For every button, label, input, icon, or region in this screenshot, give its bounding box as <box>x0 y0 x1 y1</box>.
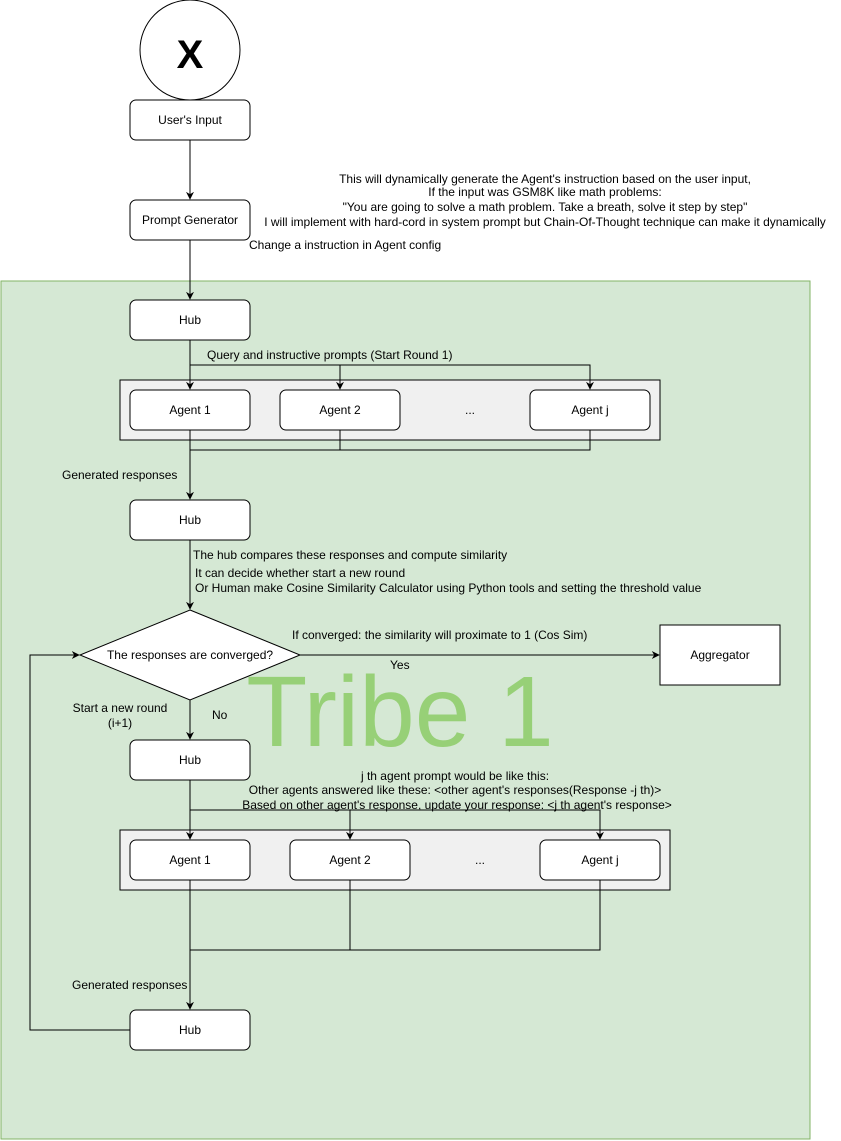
agent-j-node-r1[interactable]: Agent j <box>529 389 651 431</box>
prompt-generator-node[interactable]: Prompt Generator <box>129 199 251 241</box>
hub-label-1: Hub <box>179 313 201 327</box>
generated-responses-note-2: Generated responses <box>72 978 187 992</box>
aggregator-node[interactable]: Aggregator <box>659 624 781 686</box>
agent-1-label-r1: Agent 1 <box>169 403 211 417</box>
yes-label: Yes <box>390 658 410 672</box>
user-input-label: User's Input <box>158 113 222 127</box>
edges <box>29 140 660 1031</box>
agent-1-node-r2[interactable]: Agent 1 <box>129 839 251 881</box>
tribe-label: Tribe 1 <box>246 656 554 768</box>
agent-j-label-r2: Agent j <box>581 853 618 867</box>
agent-1-node-r1[interactable]: Agent 1 <box>129 389 251 431</box>
generated-responses-note-1: Generated responses <box>62 468 177 482</box>
svg-text:If the input was GSM8K like ma: If the input was GSM8K like math problem… <box>428 185 661 199</box>
agent-j-node-r2[interactable]: Agent j <box>539 839 661 881</box>
agent-j-label-r1: Agent j <box>571 403 608 417</box>
hub-node-4[interactable]: Hub <box>129 1009 251 1051</box>
decide-note-2: Or Human make Cosine Similarity Calculat… <box>195 581 702 595</box>
agent-2-node-r1[interactable]: Agent 2 <box>279 389 401 431</box>
svg-text:j th agent prompt would be lik: j th agent prompt would be like this: <box>360 769 549 783</box>
prompt-generator-label: Prompt Generator <box>142 213 238 227</box>
agent-1-label-r2: Agent 1 <box>169 853 211 867</box>
user-input-node[interactable]: User's Input <box>129 99 251 141</box>
agent-ellipsis-r2: ... <box>475 853 485 867</box>
agent-2-label-r2: Agent 2 <box>329 853 371 867</box>
svg-text:"You are going to solve a math: "You are going to solve a math problem. … <box>343 200 748 214</box>
query-prompts-note: Query and instructive prompts (Start Rou… <box>207 348 452 362</box>
decision-node[interactable]: The responses are converged? <box>78 609 302 701</box>
hub-node-1[interactable]: Hub <box>129 299 251 341</box>
svg-text:Other agents answered like the: Other agents answered like these: <other… <box>249 783 662 797</box>
agent-ellipsis-r1: ... <box>465 403 475 417</box>
aggregator-label: Aggregator <box>690 648 749 662</box>
hub-label-3: Hub <box>179 753 201 767</box>
change-instruction-note: Change a instruction in Agent config <box>249 238 441 252</box>
hub-node-3[interactable]: Hub <box>129 739 251 781</box>
start-symbol: X <box>177 33 204 77</box>
decision-label: The responses are converged? <box>107 648 273 662</box>
decide-note-1: It can decide whether start a new round <box>195 566 405 580</box>
agent-2-label-r1: Agent 2 <box>319 403 361 417</box>
hub-label-2: Hub <box>179 513 201 527</box>
svg-text:Based on other agent's respons: Based on other agent's response, update … <box>242 798 672 812</box>
if-converged-note: If converged: the similarity will proxim… <box>292 628 587 642</box>
svg-text:I will implement with hard-cor: I will implement with hard-cord in syste… <box>264 215 826 229</box>
start-new-round-note-1: Start a new round <box>73 701 168 715</box>
svg-text:This will dynamically generate: This will dynamically generate the Agent… <box>339 172 751 186</box>
no-label: No <box>212 708 228 722</box>
agent-prompt-note: j th agent prompt would be like this: Ot… <box>242 769 672 812</box>
generator-description: This will dynamically generate the Agent… <box>264 172 826 229</box>
agent-2-node-r2[interactable]: Agent 2 <box>289 839 411 881</box>
hub-compare-note: The hub compares these responses and com… <box>193 548 507 562</box>
hub-label-4: Hub <box>179 1023 201 1037</box>
start-new-round-note-2: (i+1) <box>108 716 132 730</box>
hub-node-2[interactable]: Hub <box>129 499 251 541</box>
